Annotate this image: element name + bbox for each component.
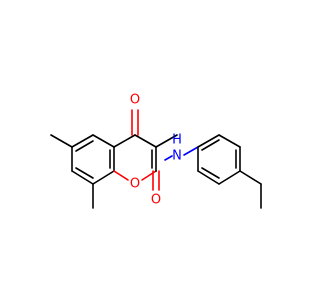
bond [134,134,157,148]
bond [218,170,241,185]
bond [92,170,115,185]
bond [197,170,220,185]
amide-nitrogen-label: N [172,149,182,164]
structure-diagram: O O O N H [50,93,262,209]
amide-oxygen-label: O [151,193,161,208]
bond [239,170,262,185]
ring-oxygen-label: O [130,177,140,192]
ketone-oxygen-label: O [130,93,140,108]
bond [75,167,94,179]
bond [113,134,136,148]
bond [197,134,220,148]
bond [71,134,94,148]
bond [113,170,129,181]
bond [92,134,115,148]
bond [201,167,220,179]
amide-hydrogen-label: H [172,133,182,148]
bond [183,146,199,156]
bond [155,134,178,148]
bond [141,170,157,181]
bond [50,134,73,148]
bond [75,140,94,152]
bond [218,134,241,148]
bond [71,170,94,185]
bond [164,155,173,161]
molecule-drawing: O O O N H [50,93,262,209]
bond [201,139,220,151]
